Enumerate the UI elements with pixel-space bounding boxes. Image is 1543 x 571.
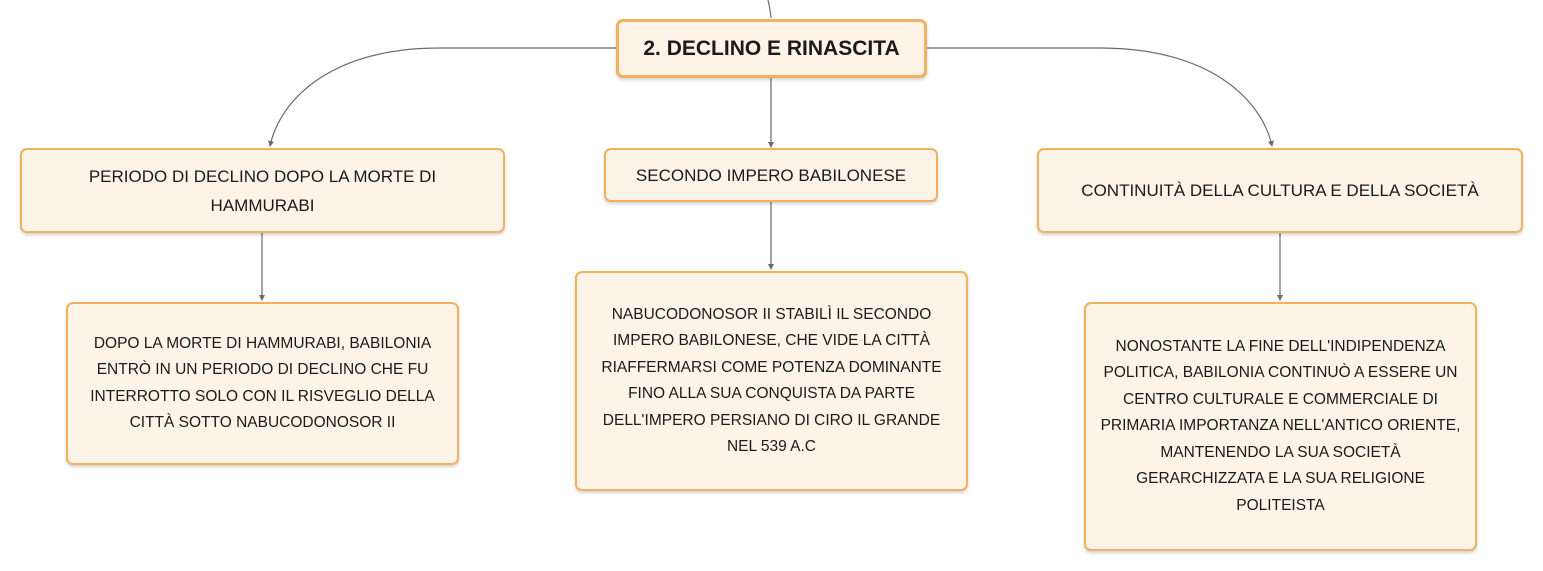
detail-node-3-text: NONOSTANTE LA FINE DELL'INDIPENDENZA POL… bbox=[1100, 337, 1461, 514]
branch-node-2[interactable]: SECONDO IMPERO BABILONESE bbox=[604, 148, 938, 202]
connector-root-to-branch-3 bbox=[927, 47, 1274, 147]
connector-root-to-branch-1 bbox=[268, 47, 616, 147]
detail-node-3[interactable]: NONOSTANTE LA FINE DELL'INDIPENDENZA POL… bbox=[1084, 302, 1477, 551]
root-node-label: 2. DECLINO E RINASCITA bbox=[643, 36, 900, 60]
detail-node-1[interactable]: DOPO LA MORTE DI HAMMURABI, BABILONIA EN… bbox=[66, 302, 459, 465]
branch-node-1[interactable]: PERIODO DI DECLINO DOPO LA MORTE DI HAMM… bbox=[20, 148, 505, 233]
branch-node-3[interactable]: CONTINUITÀ DELLA CULTURA E DELLA SOCIETÀ bbox=[1037, 148, 1523, 233]
connector-parent-to-root bbox=[767, 0, 772, 19]
detail-node-1-text: DOPO LA MORTE DI HAMMURABI, BABILONIA EN… bbox=[90, 334, 435, 432]
branch-node-2-label: SECONDO IMPERO BABILONESE bbox=[635, 165, 907, 185]
branch-node-1-label: PERIODO DI DECLINO DOPO LA MORTE DI HAMM… bbox=[88, 166, 437, 215]
detail-node-2-text: NABUCODONOSOR II STABILÌ IL SECONDO IMPE… bbox=[601, 305, 942, 456]
root-node[interactable]: 2. DECLINO E RINASCITA bbox=[616, 19, 927, 78]
detail-node-2[interactable]: NABUCODONOSOR II STABILÌ IL SECONDO IMPE… bbox=[575, 271, 968, 491]
branch-node-3-label: CONTINUITÀ DELLA CULTURA E DELLA SOCIETÀ bbox=[1081, 181, 1479, 200]
